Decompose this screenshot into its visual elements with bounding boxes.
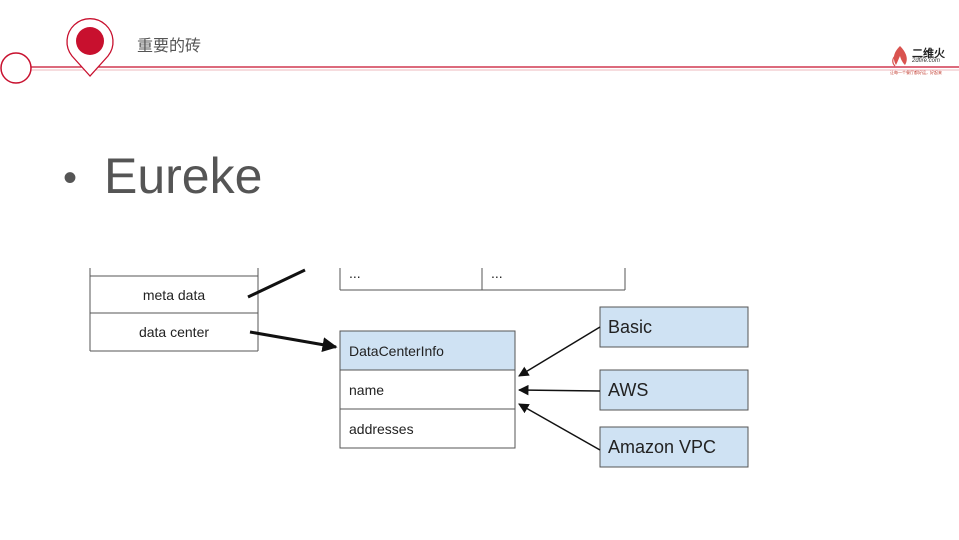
page-title: 重要的砖 — [137, 36, 202, 55]
bullet-dot: • — [63, 156, 78, 200]
location-pin-dot — [76, 27, 104, 55]
header-decoration — [0, 18, 959, 84]
data-center-arrow — [249, 330, 338, 353]
basic-box — [599, 306, 749, 348]
type-boxes — [599, 306, 749, 468]
amazon-vpc-label: Amazon VPC — [608, 436, 717, 457]
amazon-vpc-arrow — [518, 403, 601, 451]
top-table-cell-2: ... — [491, 265, 503, 281]
data-center-cell: data center — [138, 324, 210, 340]
logo-name: 二维火 — [912, 47, 945, 60]
datacenterinfo-box — [339, 330, 516, 449]
amazon-vpc-box — [599, 426, 749, 468]
flame-logo-icon — [892, 46, 907, 67]
basic-label: Basic — [608, 316, 653, 337]
top-table — [339, 268, 626, 291]
logo-domain: 2dfire.com — [912, 58, 941, 64]
name-row: name — [349, 381, 385, 398]
top-table-cell-1: ... — [349, 265, 361, 281]
meta-data-arrow-line — [247, 268, 306, 299]
basic-arrow — [518, 326, 601, 377]
datacenterinfo-header: DataCenterInfo — [349, 342, 444, 359]
left-table — [89, 268, 259, 352]
header-ring — [0, 52, 32, 84]
meta-data-cell: meta data — [142, 286, 206, 303]
aws-arrow — [517, 384, 601, 396]
aws-label: AWS — [608, 379, 649, 400]
logo-slogan: 让每一个餐厅都好运，好起来 — [890, 70, 942, 75]
addresses-row: addresses — [349, 420, 414, 437]
bullet-text: Eureke — [104, 148, 263, 204]
aws-box — [599, 369, 749, 411]
